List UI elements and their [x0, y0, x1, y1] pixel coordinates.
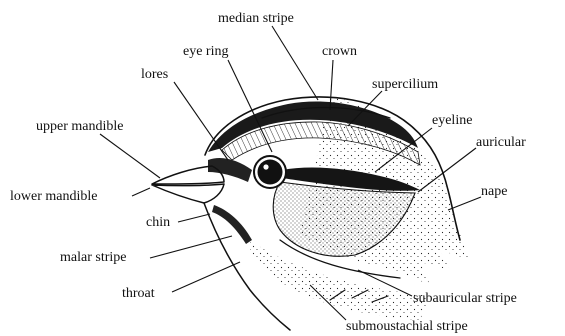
lores-region	[208, 158, 252, 182]
label-lower-mandible: lower mandible	[10, 189, 97, 204]
eye	[254, 156, 286, 188]
label-malar-stripe: malar stripe	[60, 250, 126, 265]
label-eyeline: eyeline	[432, 113, 472, 128]
lower-mandible-shape	[152, 184, 224, 203]
label-crown: crown	[322, 44, 357, 59]
label-submoustachial-stripe: submoustachial stripe	[346, 319, 468, 334]
label-throat: throat	[122, 286, 155, 301]
label-supercilium: supercilium	[372, 77, 438, 92]
label-auricular: auricular	[476, 135, 526, 150]
label-eye-ring: eye ring	[183, 44, 228, 59]
malar-stripe-shape	[212, 205, 252, 244]
label-nape: nape	[481, 184, 507, 199]
label-median-stripe: median stripe	[218, 11, 294, 26]
label-upper-mandible: upper mandible	[36, 119, 123, 134]
label-subauricular-stripe: subauricular stripe	[413, 291, 517, 306]
label-chin: chin	[146, 215, 170, 230]
label-lores: lores	[141, 67, 168, 82]
